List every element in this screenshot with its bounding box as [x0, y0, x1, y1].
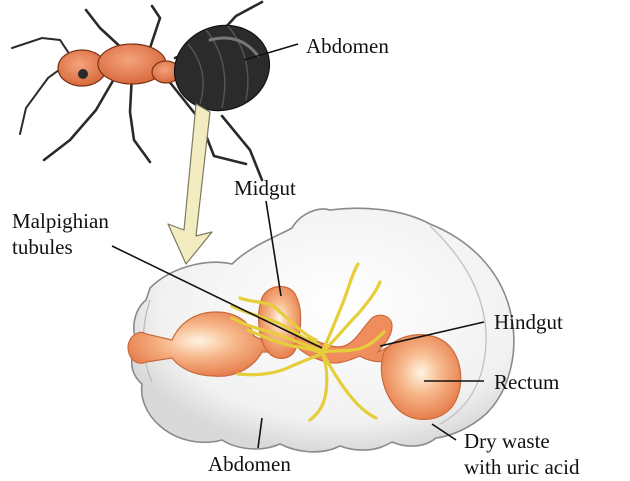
label-dry-waste-line2: with uric acid — [464, 454, 579, 480]
label-midgut: Midgut — [234, 176, 296, 200]
label-hindgut: Hindgut — [494, 310, 563, 334]
label-rectum: Rectum — [494, 370, 559, 394]
zoom-arrow — [168, 104, 212, 264]
label-malpighian-line2: tubules — [12, 234, 109, 260]
label-abdomen-top: Abdomen — [306, 34, 389, 58]
ant-antennae — [12, 38, 72, 134]
label-abdomen-bottom: Abdomen — [208, 452, 291, 476]
label-dry-waste-line1: Dry waste — [464, 428, 579, 454]
label-malpighian-tubules: Malpighian tubules — [12, 208, 109, 260]
label-dry-waste: Dry waste with uric acid — [464, 428, 579, 480]
ant-eye — [78, 69, 88, 79]
label-malpighian-line1: Malpighian — [12, 208, 109, 234]
